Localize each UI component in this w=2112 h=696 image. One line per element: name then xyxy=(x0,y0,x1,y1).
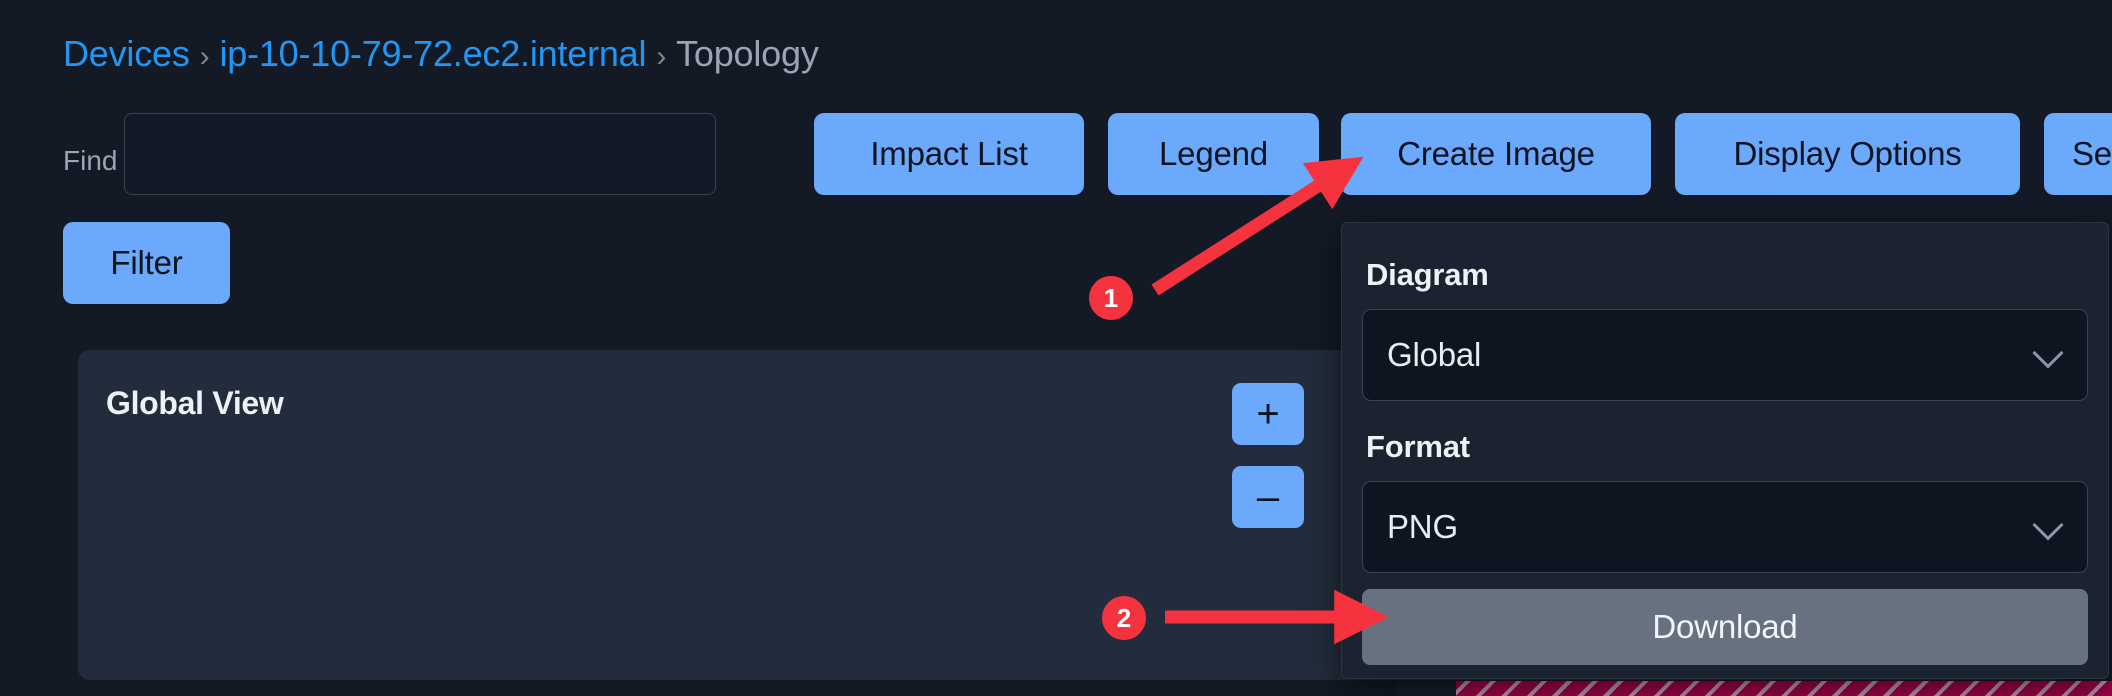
filter-button[interactable]: Filter xyxy=(63,222,230,304)
breadcrumb-item-devices[interactable]: Devices xyxy=(63,33,190,74)
download-button[interactable]: Download xyxy=(1362,589,2088,665)
zoom-out-button[interactable]: – xyxy=(1232,466,1304,528)
create-image-dropdown: Diagram Global Format PNG Download xyxy=(1341,222,2109,679)
chevron-down-icon xyxy=(2032,509,2064,541)
diagram-edge-gap xyxy=(1398,681,1456,696)
zoom-in-button[interactable]: + xyxy=(1232,383,1304,445)
diagram-select-value: Global xyxy=(1387,336,1482,373)
global-view-title: Global View xyxy=(106,385,284,421)
breadcrumb-separator-icon: › xyxy=(656,40,667,73)
spacer xyxy=(1362,401,2088,429)
find-label: Find xyxy=(63,145,118,176)
diagram-label: Diagram xyxy=(1366,257,1489,292)
format-select[interactable]: PNG xyxy=(1362,481,2088,573)
diagram-select[interactable]: Global xyxy=(1362,309,2088,401)
impact-list-button[interactable]: Impact List xyxy=(814,113,1084,195)
create-image-button[interactable]: Create Image xyxy=(1341,113,1651,195)
chevron-down-icon xyxy=(2032,337,2064,369)
display-options-button[interactable]: Display Options xyxy=(1675,113,2020,195)
format-select-value: PNG xyxy=(1387,508,1458,545)
diagram-striped-band xyxy=(1456,681,2112,696)
legend-button[interactable]: Legend xyxy=(1108,113,1319,195)
format-label: Format xyxy=(1366,429,1470,464)
breadcrumb: Devices › ip-10-10-79-72.ec2.internal › … xyxy=(63,33,819,75)
breadcrumb-separator-icon: › xyxy=(199,40,210,73)
find-input[interactable] xyxy=(124,113,716,195)
breadcrumb-item-topology: Topology xyxy=(676,33,819,74)
annotation-step-2: 2 xyxy=(1102,596,1146,640)
settings-button[interactable]: Se xyxy=(2044,113,2112,195)
breadcrumb-item-device[interactable]: ip-10-10-79-72.ec2.internal xyxy=(219,33,647,74)
annotation-step-1: 1 xyxy=(1089,276,1133,320)
